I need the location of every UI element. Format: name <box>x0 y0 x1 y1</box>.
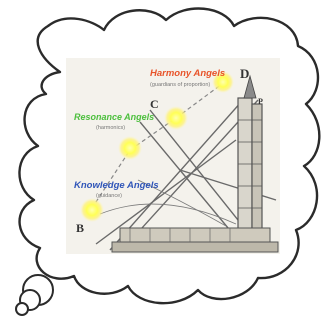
orb-b <box>80 198 104 222</box>
point-label-c: C <box>150 97 159 111</box>
knowledge-angels-subtitle: (guidance) <box>96 193 122 199</box>
trail-bubbles <box>16 275 53 315</box>
resonance-angels-title: Resonance Angels <box>74 112 154 122</box>
orb-c <box>164 106 188 130</box>
orb-middle <box>118 136 142 160</box>
harmony-angels-subtitle: (guardians of proportion) <box>150 82 210 88</box>
point-label-b: B <box>76 221 84 235</box>
point-label-d: D <box>240 66 249 81</box>
knowledge-angels-title: Knowledge Angels <box>74 180 159 191</box>
resonance-angels-subtitle: (harmonics) <box>96 125 125 131</box>
point-label-p: P <box>258 97 263 106</box>
trail-bubble-small <box>16 303 28 315</box>
harmony-angels-title: Harmony Angels <box>150 68 225 79</box>
